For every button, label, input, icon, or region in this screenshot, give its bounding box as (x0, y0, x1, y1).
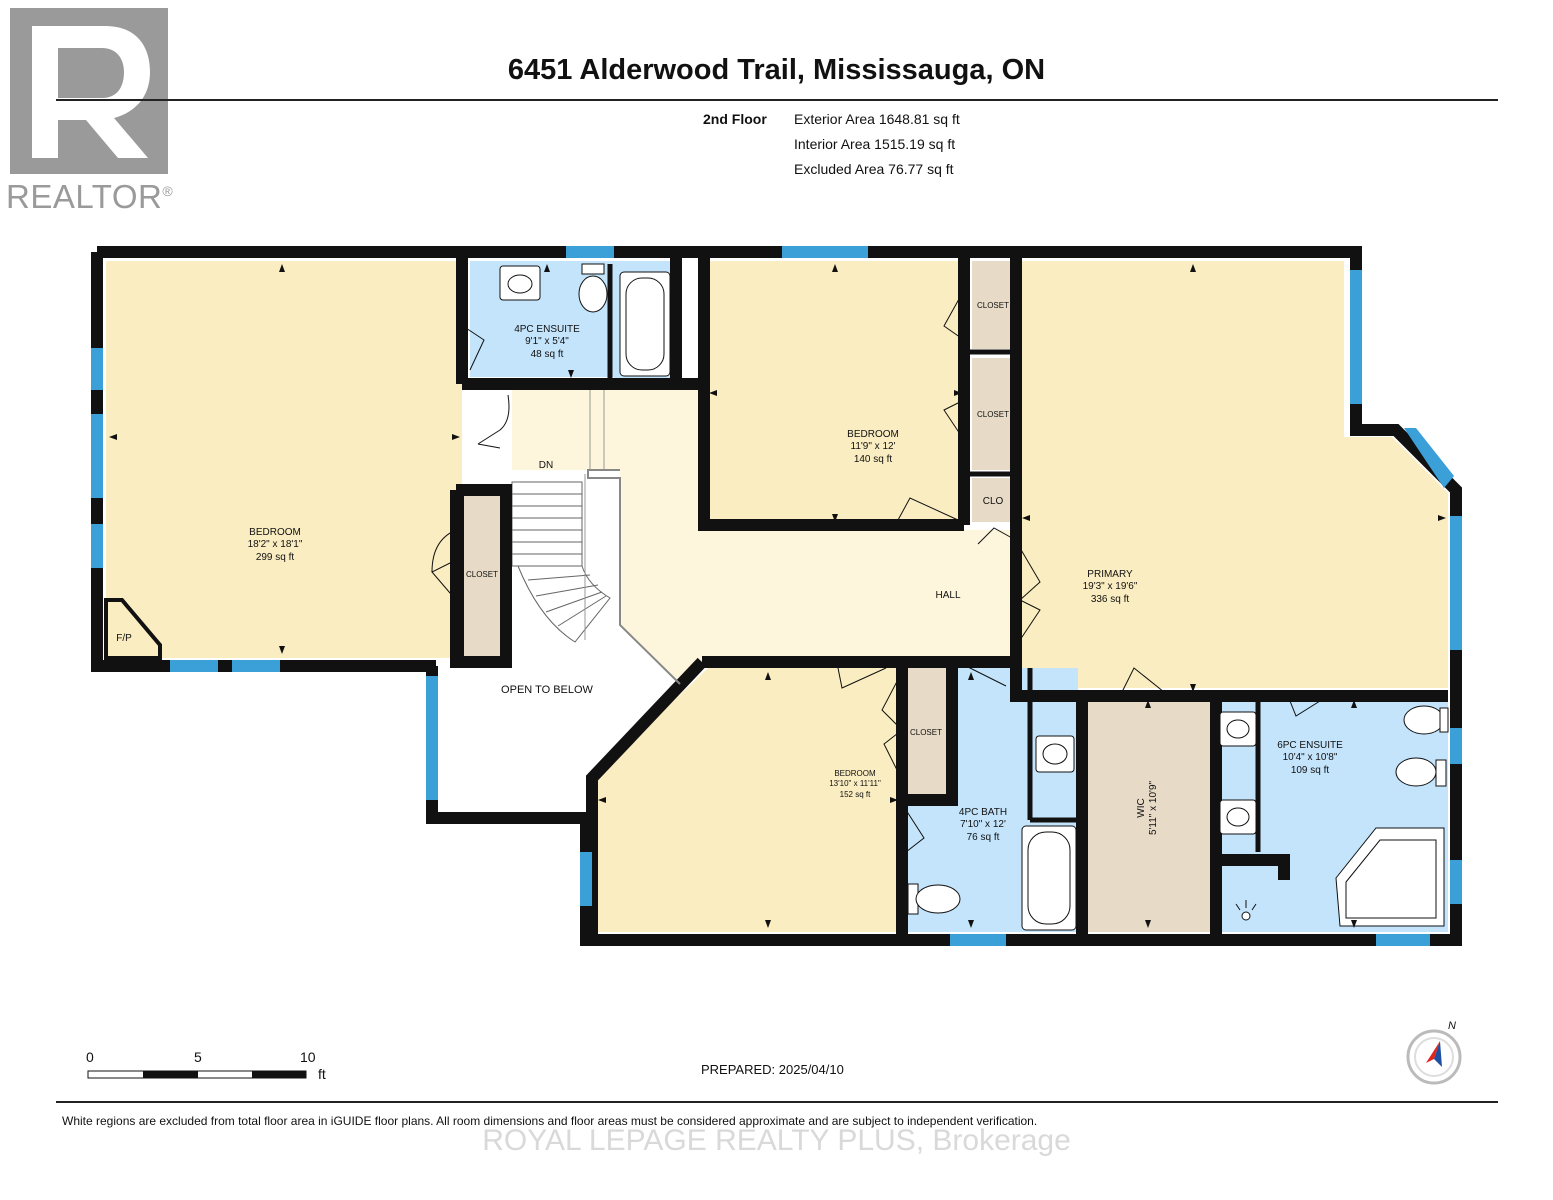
scale-tick-10: 10 (300, 1049, 316, 1065)
bedroom1-fill (106, 261, 462, 658)
wic-fill (1086, 696, 1214, 932)
open-to-below-label: OPEN TO BELOW (501, 684, 594, 696)
svg-text:BEDROOM: BEDROOM (249, 527, 301, 538)
room-ensuite6-label: 6PC ENSUITE 10'4" x 10'8" 109 sq ft (1277, 740, 1343, 776)
exterior-area: Exterior Area 1648.81 sq ft (794, 111, 960, 127)
realtor-logo-mark (10, 8, 168, 174)
bedroom3-fill (596, 668, 898, 932)
svg-text:11'9" x 12': 11'9" x 12' (851, 441, 896, 452)
brokerage-watermark: ROYAL LEPAGE REALTY PLUS, Brokerage (482, 1124, 1071, 1157)
prepared-date: PREPARED: 2025/04/10 (701, 1062, 844, 1077)
fixtures (499, 263, 1449, 931)
room-bedroom3-label: BEDROOM 13'10" x 11'11" 152 sq ft (829, 769, 881, 799)
svg-text:BEDROOM: BEDROOM (834, 769, 876, 778)
svg-text:7'10" x 12': 7'10" x 12' (960, 819, 1006, 830)
svg-text:109 sq ft: 109 sq ft (1291, 765, 1330, 776)
staircase (511, 385, 611, 643)
svg-text:48 sq ft: 48 sq ft (531, 349, 564, 360)
closet-b3-overlay (906, 668, 948, 796)
svg-text:152 sq ft: 152 sq ft (840, 790, 871, 799)
fireplace (104, 598, 162, 660)
scale-tick-5: 5 (194, 1049, 202, 1065)
svg-text:336 sq ft: 336 sq ft (1091, 594, 1130, 605)
clo-label: CLO (983, 496, 1004, 507)
closet-b2-top-label: CLOSET (977, 301, 1009, 310)
room-ensuite4-label: 4PC ENSUITE 9'1" x 5'4" 48 sq ft (514, 324, 580, 360)
room-primary-label: PRIMARY 19'3" x 19'6" 336 sq ft (1083, 569, 1138, 605)
svg-text:10'4" x 10'8": 10'4" x 10'8" (1283, 752, 1338, 763)
interior-area: Interior Area 1515.19 sq ft (794, 136, 956, 152)
fireplace-label: F/P (116, 633, 132, 644)
room-wic-label: WIC 5'11" x 10'9" (1136, 781, 1159, 836)
svg-text:PRIMARY: PRIMARY (1087, 569, 1133, 580)
closet-b3-label: CLOSET (910, 728, 942, 737)
realtor-logo: REALTOR® (6, 6, 182, 215)
svg-text:5'11" x 10'9": 5'11" x 10'9" (1148, 781, 1159, 836)
scale-tick-0: 0 (86, 1049, 94, 1065)
svg-text:299 sq ft: 299 sq ft (256, 552, 295, 563)
svg-text:76 sq ft: 76 sq ft (967, 832, 1000, 843)
header-divider (56, 99, 1498, 101)
primary-fill (1020, 261, 1448, 688)
realtor-logo-text: REALTOR® (6, 178, 174, 215)
doors (431, 289, 1329, 853)
clo-fill (972, 478, 1016, 522)
svg-text:BEDROOM: BEDROOM (847, 429, 899, 440)
windows (91, 246, 1462, 946)
svg-text:4PC BATH: 4PC BATH (959, 807, 1007, 818)
closet-b1-label: CLOSET (466, 570, 498, 579)
svg-text:13'10" x 11'11": 13'10" x 11'11" (829, 779, 881, 788)
room-bedroom1-label: BEDROOM 18'2" x 18'1" 299 sq ft (248, 527, 303, 563)
footer-divider (56, 1101, 1498, 1103)
excluded-area: Excluded Area 76.77 sq ft (794, 161, 954, 177)
closet-b2-mid-fill (972, 358, 1016, 470)
page-title: 6451 Alderwood Trail, Mississauga, ON (507, 54, 1046, 86)
compass-north-label: N (1448, 1020, 1456, 1032)
scale-unit: ft (318, 1066, 326, 1082)
stairs-down-label: DN (539, 460, 553, 471)
closet-b2-mid-label: CLOSET (977, 410, 1009, 419)
disclaimer-footnote: White regions are excluded from total fl… (62, 1114, 1038, 1128)
room-bath4-label: 4PC BATH 7'10" x 12' 76 sq ft (959, 807, 1007, 843)
compass-icon: N (1404, 1017, 1464, 1087)
room-hall-label: HALL (935, 590, 960, 601)
open-below-rail (587, 469, 681, 685)
floor-label: 2nd Floor (703, 111, 767, 127)
scale-bar (87, 1070, 307, 1079)
svg-text:WIC: WIC (1136, 798, 1147, 817)
hall-fill (512, 385, 1016, 684)
bedroom2-fill (708, 261, 964, 523)
svg-text:19'3" x 19'6": 19'3" x 19'6" (1083, 581, 1138, 592)
interior-thin-walls (607, 264, 1261, 852)
dimension-arrows (109, 264, 1446, 928)
svg-text:9'1" x 5'4": 9'1" x 5'4" (525, 336, 569, 347)
closet-b1-fill (462, 492, 504, 656)
svg-text:140 sq ft: 140 sq ft (854, 454, 893, 465)
svg-text:4PC ENSUITE: 4PC ENSUITE (514, 324, 580, 335)
svg-text:6PC ENSUITE: 6PC ENSUITE (1277, 740, 1343, 751)
svg-text:18'2" x 18'1": 18'2" x 18'1" (248, 539, 303, 550)
closet-b2-top-fill (972, 261, 1016, 349)
room-bedroom2-label: BEDROOM 11'9" x 12' 140 sq ft (847, 429, 899, 465)
